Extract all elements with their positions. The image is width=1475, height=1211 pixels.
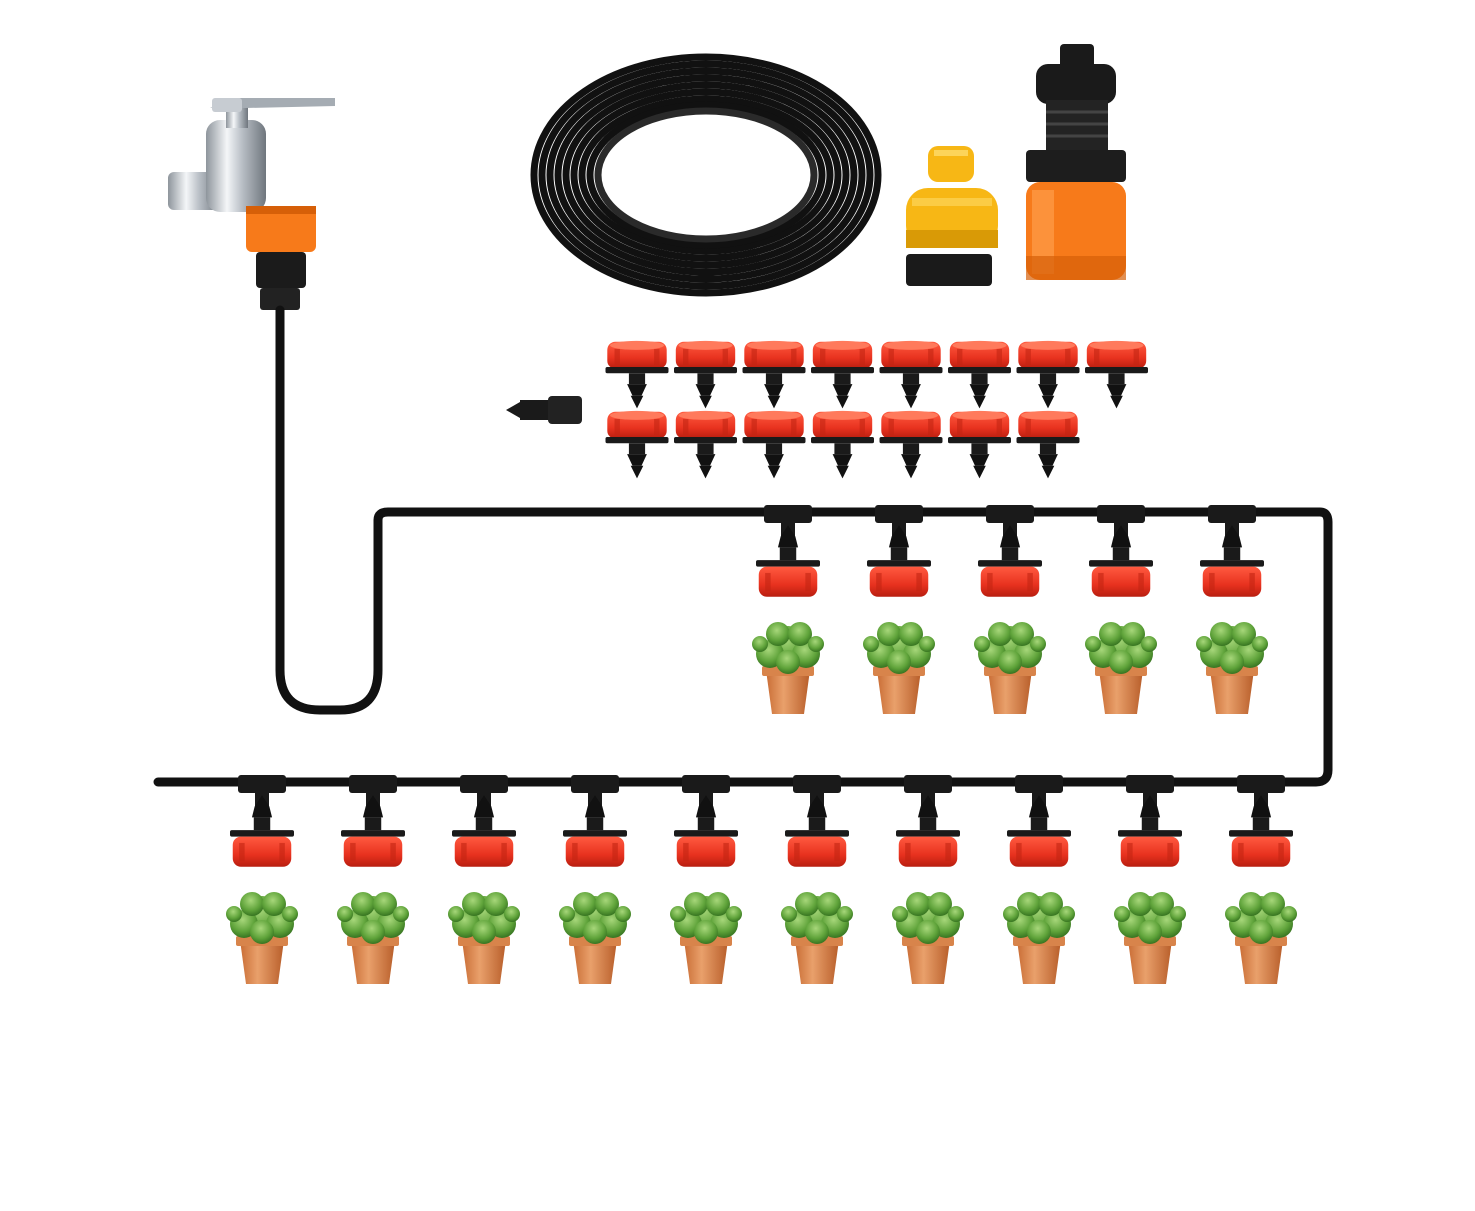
loose-drippers-row-1 (605, 340, 1148, 409)
red-adjustable-dripper-icon (1007, 795, 1071, 867)
potted-plant-icon (1225, 892, 1297, 984)
potted-plant-icon (337, 892, 409, 984)
red-adjustable-dripper-icon (605, 410, 669, 479)
loose-drippers-row-2 (605, 410, 1080, 479)
red-adjustable-dripper-icon (879, 340, 943, 409)
red-adjustable-dripper-icon (1016, 410, 1080, 479)
potted-plant-icon (892, 892, 964, 984)
potted-plant-icon (1003, 892, 1075, 984)
faucet-icon (168, 98, 335, 310)
red-adjustable-dripper-icon (742, 410, 806, 479)
red-adjustable-dripper-icon (1089, 525, 1153, 597)
red-adjustable-dripper-icon (978, 525, 1042, 597)
red-adjustable-dripper-icon (867, 525, 931, 597)
orange-quick-connector-icon (1026, 44, 1126, 280)
red-adjustable-dripper-icon (1200, 525, 1264, 597)
potted-plant-icon (1085, 622, 1157, 714)
potted-plant-icon (752, 622, 824, 714)
potted-plant-icon (863, 622, 935, 714)
red-adjustable-dripper-icon (605, 340, 669, 409)
potted-plant-icon (226, 892, 298, 984)
potted-plant-icon (781, 892, 853, 984)
red-adjustable-dripper-icon (896, 795, 960, 867)
red-adjustable-dripper-icon (1118, 795, 1182, 867)
red-adjustable-dripper-icon (674, 340, 737, 409)
red-adjustable-dripper-icon (341, 795, 405, 867)
red-adjustable-dripper-icon (811, 340, 874, 409)
upper-row-plants (752, 622, 1268, 714)
potted-plant-icon (448, 892, 520, 984)
red-adjustable-dripper-icon (742, 340, 806, 409)
upper-line-drippers (756, 525, 1264, 597)
red-adjustable-dripper-icon (1229, 795, 1293, 867)
red-adjustable-dripper-icon (674, 410, 737, 479)
red-adjustable-dripper-icon (563, 795, 627, 867)
red-adjustable-dripper-icon (452, 795, 516, 867)
red-adjustable-dripper-icon (785, 795, 849, 867)
red-adjustable-dripper-icon (674, 795, 738, 867)
lower-line-drippers (230, 795, 1293, 867)
red-adjustable-dripper-icon (756, 525, 820, 597)
red-adjustable-dripper-icon (1085, 340, 1148, 409)
red-adjustable-dripper-icon (1016, 340, 1080, 409)
potted-plant-icon (559, 892, 631, 984)
lower-row-plants (226, 892, 1297, 984)
red-adjustable-dripper-icon (230, 795, 294, 867)
tubing-coil-icon (530, 53, 882, 297)
red-adjustable-dripper-icon (948, 410, 1011, 479)
red-adjustable-dripper-icon (811, 410, 874, 479)
potted-plant-icon (974, 622, 1046, 714)
potted-plant-icon (1196, 622, 1268, 714)
drip-tubing-line (153, 305, 1333, 787)
red-adjustable-dripper-icon (879, 410, 943, 479)
potted-plant-icon (1114, 892, 1186, 984)
red-adjustable-dripper-icon (948, 340, 1011, 409)
potted-plant-icon (670, 892, 742, 984)
barb-connector-icon (506, 396, 582, 424)
yellow-tap-adapter-icon (906, 146, 998, 286)
